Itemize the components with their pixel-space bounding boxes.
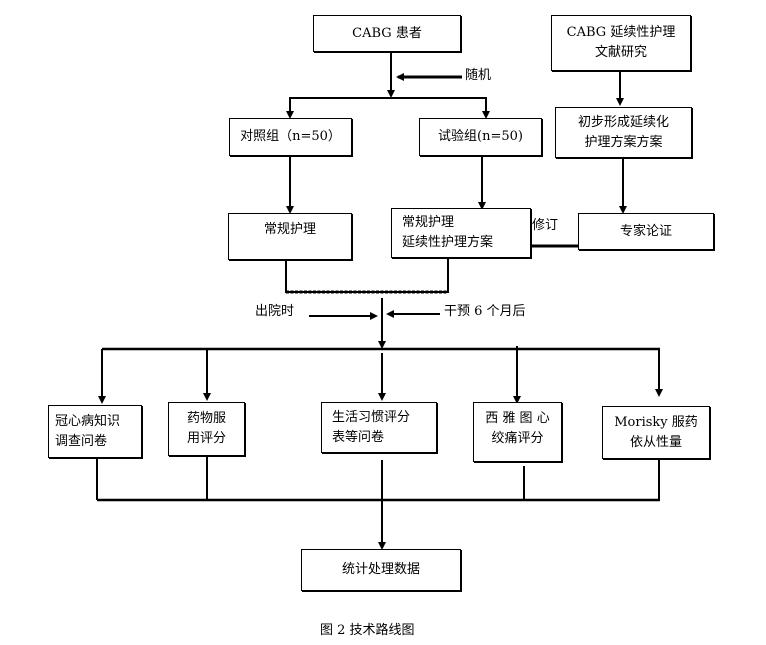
node-text: CABG 延续性护理 bbox=[566, 25, 676, 40]
node-text: 文献研究 bbox=[594, 45, 647, 60]
node-text: 绞痛评分 bbox=[491, 431, 544, 446]
node-control-group: 对照组（n=50） bbox=[229, 118, 352, 156]
node-text: Morisky 服药 bbox=[614, 414, 698, 430]
node-text: 统计处理数据 bbox=[341, 562, 420, 577]
node-chd-knowledge: 冠心病知识 调查问卷 bbox=[48, 405, 142, 458]
node-statistics: 统计处理数据 bbox=[301, 549, 461, 591]
node-lifestyle-score: 生活习惯评分 表等问卷 bbox=[321, 402, 437, 453]
figure-caption: 图 2 技术路线图 bbox=[320, 623, 415, 638]
node-text: 表等问卷 bbox=[332, 429, 385, 445]
node-text: 试验组(n=50) bbox=[438, 129, 523, 144]
node-text: 延续性护理方案 bbox=[402, 235, 494, 250]
node-preliminary-plan: 初步形成延续化 护理方案方案 bbox=[555, 107, 692, 158]
node-text: 西 雅 图 心 bbox=[485, 411, 550, 426]
node-expert-review: 专家论证 bbox=[578, 213, 714, 250]
node-text: 冠心病知识 bbox=[55, 413, 121, 429]
node-text: 药物服 bbox=[186, 411, 226, 426]
node-experimental-care: 常规护理 延续性护理方案 bbox=[391, 208, 531, 258]
label-discharge: 出院时 bbox=[255, 304, 295, 319]
node-text: 初步形成延续化 bbox=[577, 114, 669, 130]
node-experimental-group: 试验组(n=50) bbox=[419, 118, 542, 156]
node-cabg-patients: CABG 患者 bbox=[313, 15, 461, 52]
node-text: 调查问卷 bbox=[55, 433, 108, 449]
node-routine-care: 常规护理 bbox=[228, 213, 352, 260]
node-text: 依从性量 bbox=[629, 434, 682, 450]
node-text: 常规护理 bbox=[263, 222, 316, 237]
node-seattle-angina: 西 雅 图 心 绞痛评分 bbox=[473, 402, 562, 462]
node-text: 护理方案方案 bbox=[584, 134, 663, 150]
node-literature-research: CABG 延续性护理 文献研究 bbox=[551, 15, 691, 71]
label-six-months: 干预 6 个月后 bbox=[444, 304, 526, 319]
node-text: 常规护理 bbox=[402, 215, 455, 230]
node-text: 对照组（n=50） bbox=[240, 129, 341, 144]
node-text: CABG 患者 bbox=[352, 25, 422, 41]
node-text: 生活习惯评分 bbox=[332, 409, 411, 425]
label-revise: 修订 bbox=[532, 218, 559, 233]
merge-line bbox=[285, 259, 449, 293]
node-text: 专家论证 bbox=[619, 223, 672, 239]
node-medication-score: 药物服 用评分 bbox=[168, 402, 245, 456]
label-random: 随机 bbox=[465, 68, 492, 83]
node-morisky-adherence: Morisky 服药 依从性量 bbox=[602, 406, 710, 459]
node-text: 用评分 bbox=[186, 431, 226, 446]
